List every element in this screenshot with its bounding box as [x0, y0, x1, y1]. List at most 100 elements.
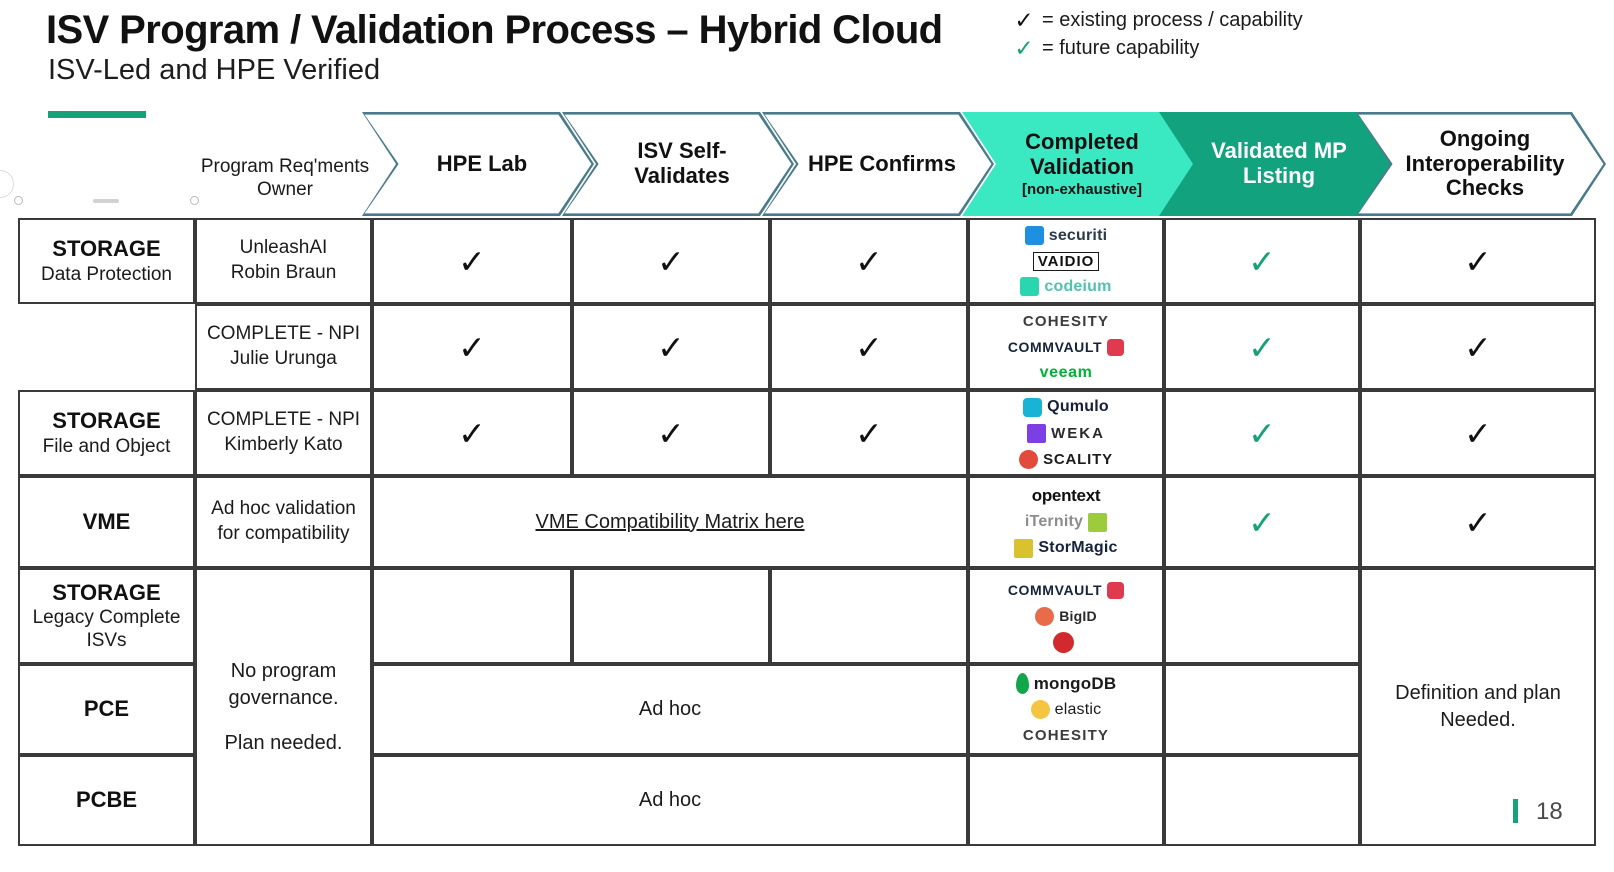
logo-label: VAIDIO — [1037, 252, 1095, 270]
vme-compatibility-matrix-link[interactable]: VME Compatibility Matrix here — [535, 510, 805, 533]
logo-label: SCALITY — [1043, 450, 1113, 468]
table-cell-hpe-lab-pcai: ✓ — [372, 218, 572, 304]
iternity-icon — [1088, 512, 1108, 532]
category-main: STORAGE — [52, 579, 161, 605]
commvault-icon — [1107, 338, 1125, 356]
validation-matrix-table: PCAI UnleashAI Robin Braun ✓ ✓ ✓ securit… — [18, 218, 1596, 846]
logo-vaidio: VAIDIO — [1032, 251, 1100, 271]
chevron-label-line1: ISV Self- — [637, 138, 727, 164]
category-main: STORAGE — [52, 236, 161, 262]
chevron-ongoing-interoperability-checks[interactable]: Ongoing Interoperability Checks — [1356, 112, 1606, 216]
legend-label: = existing process / capability — [1042, 8, 1303, 31]
logo-label: securiti — [1048, 226, 1108, 244]
logo-scality: SCALITY — [1019, 449, 1113, 469]
ongoing-note-line1: Definition and plan — [1395, 682, 1561, 704]
table-cell-completed-validation-pce: mongoDB elastic COHESITY — [968, 664, 1164, 755]
logo-label: StorMagic — [1038, 539, 1118, 556]
selection-handle[interactable] — [190, 196, 199, 205]
owner-note-line1: No program — [230, 659, 337, 682]
logo-veeam: veeam — [1040, 363, 1093, 383]
logo-label: COHESITY — [1022, 727, 1110, 744]
chevron-label-line1: Validated MP — [1211, 138, 1347, 164]
logo-mongodb: mongoDB — [1015, 673, 1117, 694]
chevron-hpe-confirms[interactable]: HPE Confirms — [762, 112, 994, 216]
logo-label: BigID — [1059, 608, 1097, 624]
logo-f5 — [1053, 631, 1079, 653]
check-icon: ✓ — [1248, 328, 1276, 366]
category-main: PCBE — [75, 787, 138, 813]
check-icon: ✓ — [458, 414, 486, 452]
check-icon: ✓ — [1248, 503, 1276, 541]
logo-label: elastic — [1054, 700, 1102, 718]
chevron-isv-self-validates[interactable]: ISV Self- Validates — [562, 112, 794, 216]
scality-icon — [1019, 449, 1039, 469]
column-header-owner: Program Req'ments Owner — [200, 156, 370, 201]
table-cell-hpe-confirms-storage-data-protection: ✓ — [770, 304, 968, 390]
check-icon: ✓ — [1464, 242, 1492, 280]
table-row-category-storage-data-protection: STORAGE Data Protection — [18, 218, 195, 304]
table-cell-ongoing-storage-file-object: ✓ — [1360, 390, 1596, 476]
legend: ✓ = existing process / capability ✓ = fu… — [1012, 6, 1303, 62]
selection-handle-bar[interactable] — [93, 199, 119, 203]
owner-line2: for compatibility — [217, 523, 350, 544]
logo-label: WEKA — [1051, 424, 1105, 442]
table-cell-vme-compatibility-matrix[interactable]: VME Compatibility Matrix here — [372, 476, 968, 568]
category-main: PCE — [83, 696, 130, 722]
logo-stormagic: StorMagic — [1014, 538, 1117, 558]
adhoc-label: Ad hoc — [638, 789, 702, 811]
chevron-sublabel: [non-exhaustive] — [1021, 181, 1142, 199]
check-icon: ✓ — [1248, 414, 1276, 452]
legend-label: = future capability — [1042, 36, 1200, 59]
check-icon: ✓ — [1014, 34, 1034, 61]
check-icon: ✓ — [1248, 242, 1276, 280]
chevron-validated-mp-listing[interactable]: Validated MP Listing — [1159, 112, 1391, 216]
check-icon: ✓ — [855, 414, 883, 452]
check-icon: ✓ — [1464, 328, 1492, 366]
logo-commvault: COMMVAULT — [1007, 337, 1125, 357]
table-cell-isv-self-pcai: ✓ — [572, 218, 770, 304]
owner-line1: UnleashAI — [239, 237, 328, 259]
table-cell-validated-mp-vme: ✓ — [1164, 476, 1360, 568]
table-cell-hpe-lab-storage-file-object: ✓ — [372, 390, 572, 476]
logo-label: veeam — [1039, 364, 1093, 381]
f5-icon — [1053, 631, 1074, 653]
check-icon: ✓ — [1464, 414, 1492, 452]
check-icon: ✓ — [657, 414, 685, 452]
logo-securiti: securiti — [1024, 226, 1108, 246]
commvault-icon — [1107, 581, 1125, 599]
check-icon: ✓ — [1464, 503, 1492, 541]
mongodb-icon — [1015, 673, 1029, 694]
table-cell-hpe-confirms-storage-legacy — [770, 568, 968, 664]
table-cell-owner-storage-file-object: COMPLETE - NPI Kimberly Kato — [195, 390, 372, 476]
owner-line1: COMPLETE - NPI — [206, 409, 361, 431]
legend-item-existing: ✓ = existing process / capability — [1012, 6, 1303, 34]
table-cell-owner-vme: Ad hoc validation for compatibility — [195, 476, 372, 568]
slide-number: 18 — [1536, 798, 1563, 825]
chevron-label: HPE Lab — [436, 150, 528, 176]
page-subtitle: ISV-Led and HPE Verified — [48, 54, 381, 86]
logo-label: iTernity — [1024, 513, 1084, 530]
chevron-label-line2: Listing — [1242, 163, 1316, 188]
table-cell-owner-storage-data-protection: COMPLETE - NPI Julie Urunga — [195, 304, 372, 390]
logo-stack: Qumulo WEKA SCALITY — [970, 397, 1162, 469]
table-cell-ongoing-storage-data-protection: ✓ — [1360, 304, 1596, 390]
owner-line2: Julie Urunga — [230, 348, 337, 369]
table-cell-validated-mp-pcai: ✓ — [1164, 218, 1360, 304]
chevron-hpe-lab[interactable]: HPE Lab — [362, 112, 594, 216]
table-row-category-pce: PCE — [18, 664, 195, 755]
selection-handle[interactable] — [14, 196, 23, 205]
table-cell-hpe-confirms-storage-file-object: ✓ — [770, 390, 968, 476]
chevron-completed-validation[interactable]: Completed Validation [non-exhaustive] — [962, 112, 1194, 216]
table-cell-validated-mp-storage-legacy — [1164, 568, 1360, 664]
logo-codeium: codeium — [1020, 277, 1111, 297]
logo-bigid: BigID — [1035, 606, 1097, 626]
check-icon: ✓ — [855, 242, 883, 280]
logo-label: COMMVAULT — [1007, 339, 1103, 355]
table-cell-completed-validation-storage-data-protection: COHESITY COMMVAULT veeam — [968, 304, 1164, 390]
chevron-label: HPE Confirms — [808, 150, 956, 176]
logo-label: COMMVAULT — [1007, 582, 1103, 598]
logo-cohesity: COHESITY — [1023, 726, 1109, 746]
elastic-icon — [1030, 700, 1050, 719]
logo-weka: WEKA — [1027, 423, 1105, 443]
